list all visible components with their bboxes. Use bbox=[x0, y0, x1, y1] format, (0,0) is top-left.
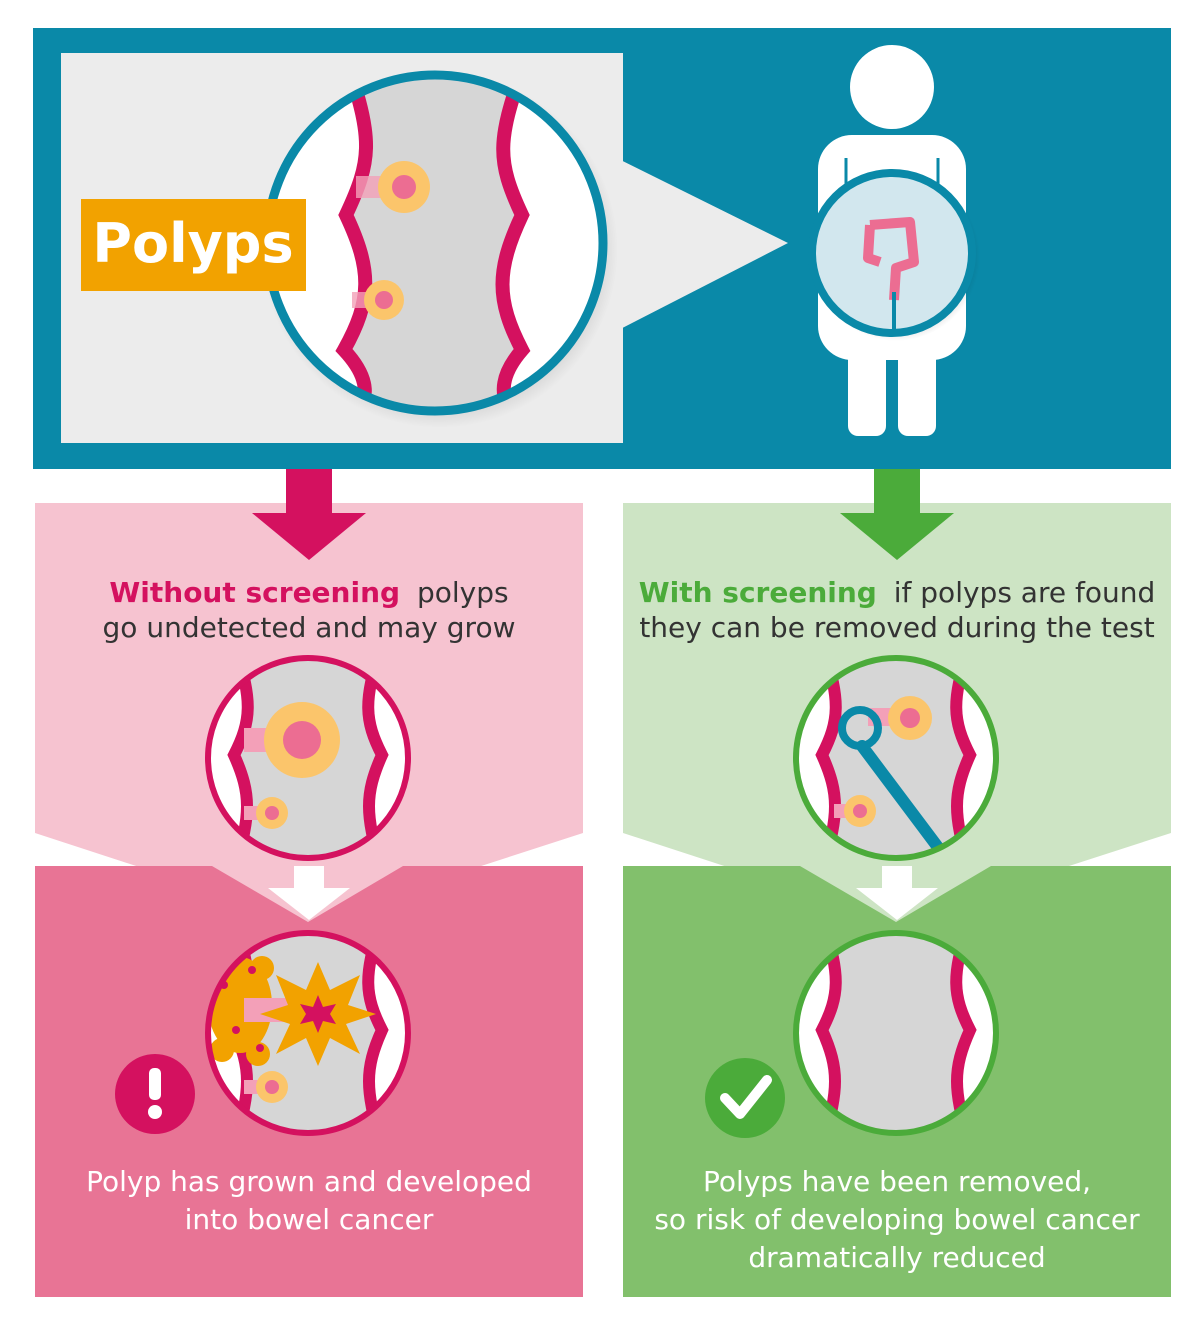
without-screening-highlight: Without screening bbox=[109, 576, 400, 609]
growing-polyp-circle bbox=[205, 655, 411, 861]
with-screening-highlight: With screening bbox=[639, 576, 877, 609]
arrow-down-icon bbox=[252, 469, 366, 560]
svg-text:With screening if polyps a: With screening if polyps are found bbox=[639, 576, 1156, 609]
arrow-down-icon bbox=[856, 866, 938, 920]
clear-colon-circle bbox=[793, 930, 999, 1136]
right-outcome-line3: dramatically reduced bbox=[748, 1241, 1045, 1274]
polyps-title: Polyps bbox=[92, 212, 293, 275]
body-magnifier bbox=[808, 169, 980, 341]
bowel-cancer-circle bbox=[205, 930, 411, 1136]
arrow-down-icon bbox=[268, 866, 350, 920]
left-outcome-line1: Polyp has grown and developed bbox=[86, 1165, 532, 1198]
right-intro-line2: they can be removed during the test bbox=[639, 611, 1154, 644]
checkmark-icon bbox=[705, 1058, 785, 1138]
large-colon-magnifier bbox=[262, 70, 618, 428]
polyps-title-box: Polyps bbox=[81, 199, 306, 291]
polyp-removal-circle bbox=[793, 655, 999, 861]
right-intro-rest: if polyps are found bbox=[894, 576, 1156, 609]
right-outcome-line1: Polyps have been removed, bbox=[703, 1165, 1091, 1198]
arrow-down-icon bbox=[840, 469, 954, 560]
svg-text:Without screening polyps: Without screening polyps bbox=[109, 576, 508, 609]
left-intro-line2: go undetected and may grow bbox=[103, 611, 516, 644]
colon-icon bbox=[869, 217, 919, 301]
exclamation-icon bbox=[115, 1054, 195, 1134]
snare-tool-icon bbox=[838, 706, 946, 856]
left-intro-rest: polyps bbox=[417, 576, 509, 609]
right-outcome-line2: so risk of developing bowel cancer bbox=[654, 1203, 1140, 1236]
left-outcome-line2: into bowel cancer bbox=[185, 1203, 434, 1236]
